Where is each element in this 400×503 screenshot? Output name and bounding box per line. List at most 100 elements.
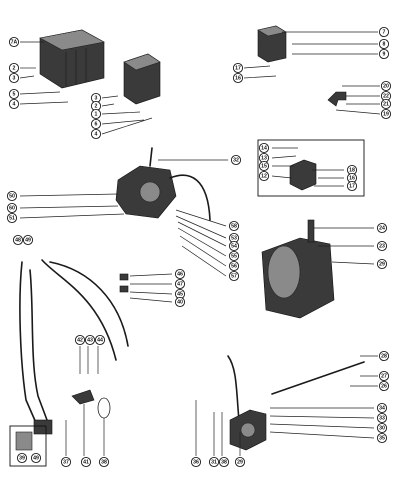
callout-bubble [12,234,24,246]
callout-8: 8 [378,38,390,50]
callout-number: 3 [13,75,16,81]
callout-38b: 38 [218,456,230,468]
callout-bubble [228,240,240,252]
callout-56: 56 [228,260,240,272]
callout-number: 16 [349,175,355,181]
callout-bubble [174,268,186,280]
callout-35: 35 [376,432,388,444]
callout-20: 20 [380,80,392,92]
callout-bubble [90,108,102,120]
callout-50: 50 [6,190,18,202]
callout-bubble [378,370,390,382]
callout-41: 41 [80,456,92,468]
callout-bubble [30,452,42,464]
callout-12: 12 [258,170,270,182]
callout-bubble [346,180,358,192]
inset-box-lower [9,425,47,467]
callout-bubble [98,456,110,468]
callout-bubble [378,26,390,38]
callout-number: 47 [177,281,183,287]
callout-1: 1 [90,108,102,120]
callout-6: 6 [90,118,102,130]
callout-30: 30 [376,422,388,434]
callout-bubble [380,80,392,92]
callout-number: 24 [379,225,385,231]
callout-number: 18 [349,167,355,173]
callout-number: 27 [381,373,387,379]
callout-bubble [16,452,28,464]
callout-42: 42 [74,334,86,346]
callout-bubble [380,98,392,110]
callout-bubble [74,334,86,346]
callout-bubble [234,456,246,468]
callout-number: 40 [177,299,183,305]
callout-number: 34 [379,405,385,411]
callout-bubble [6,202,18,214]
callout-33: 33 [376,412,388,424]
callout-37: 37 [60,456,72,468]
callout-55: 55 [228,250,240,262]
callout-36: 36 [190,456,202,468]
callout-bubble [60,456,72,468]
callout-number: 7 [383,29,386,35]
callout-number: 38 [101,459,107,465]
switch-box-large [39,29,105,89]
callout-bubble [228,270,240,282]
callout-number: 50 [9,193,15,199]
callout-number: 39 [19,455,25,461]
callout-number: 12 [261,173,267,179]
callout-57: 57 [228,270,240,282]
inset-box-upper [257,139,365,197]
callout-bubble [258,142,270,154]
callout-27: 27 [378,370,390,382]
callout-18: 18 [346,164,358,176]
callout-bubble [258,160,270,172]
callout-number: 55 [231,253,237,259]
callout-number: 48 [15,237,21,243]
callout-number: 8 [383,41,386,47]
callout-bubble [376,402,388,414]
solenoid-upper [115,147,211,221]
callout-58: 58 [228,220,240,232]
callout-47: 47 [174,278,186,290]
callout-number: 36 [193,459,199,465]
callout-bubble [378,380,390,392]
callout-15: 15 [258,160,270,172]
callout-bubble [22,234,34,246]
bracket-elbow [327,91,347,107]
callout-16a: 16 [232,72,244,84]
callout-29b: 29 [234,456,246,468]
callout-number: 23 [379,243,385,249]
callout-bubble [232,62,244,74]
callout-number: 46 [177,271,183,277]
callout-number: 30 [379,425,385,431]
callout-number: 16 [235,75,241,81]
callout-bubble [376,412,388,424]
callout-9: 9 [378,48,390,60]
callout-number: 21 [383,101,389,107]
callout-32: 32 [230,154,242,166]
callout-number: 31 [211,459,217,465]
callout-bubble [378,48,390,60]
callout-number: 33 [379,415,385,421]
callout-bubble [6,212,18,224]
callout-17a: 17 [232,62,244,74]
callout-60: 60 [6,202,18,214]
callout-48: 48 [12,234,24,246]
callout-17b: 17 [346,180,358,192]
callout-2a: 2 [8,62,20,74]
callout-43: 43 [84,334,96,346]
callout-bubble [8,36,20,48]
callout-number: 5 [13,91,16,97]
callout-26: 26 [378,380,390,392]
callout-28: 28 [378,350,390,362]
callout-number: 13 [261,155,267,161]
callout-bubble [174,278,186,290]
callout-bubble [232,72,244,84]
callout-7a: 7A [8,36,20,48]
callout-bubble [84,334,96,346]
switch-box-small [123,53,161,105]
callout-bubble [228,220,240,232]
callout-31: 31 [208,456,220,468]
callout-number: 58 [231,223,237,229]
